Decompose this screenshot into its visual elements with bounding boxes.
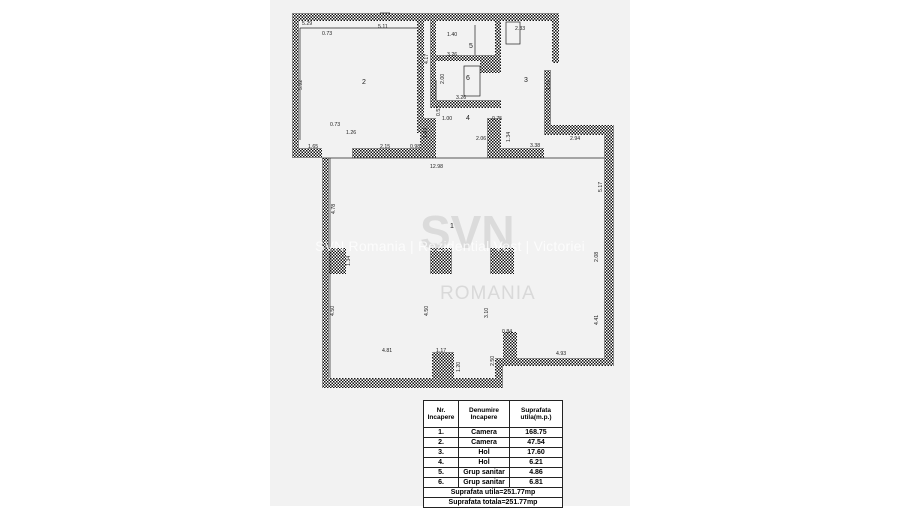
room-number: 5 bbox=[469, 43, 473, 50]
dimension: 4.50 bbox=[330, 306, 336, 316]
area-table: Nr. Incapere Denumire Incapere Suprafata… bbox=[423, 400, 563, 508]
room-number: 6 bbox=[466, 75, 470, 82]
dimension: 1.40 bbox=[447, 32, 457, 38]
dimension: 1.17 bbox=[436, 348, 446, 354]
dimension: 2.94 bbox=[570, 136, 580, 142]
total-overall-area: Suprafata totala=251.77mp bbox=[423, 497, 563, 508]
dimension: 1.34 bbox=[506, 132, 512, 142]
wall-core bbox=[397, 13, 614, 365]
table-total-row: Suprafata utila=251.77mp bbox=[423, 487, 563, 498]
table-header: Suprafata utila(m.p.) bbox=[509, 400, 563, 428]
dimension: 3.26 bbox=[456, 95, 466, 101]
wall-room-2 bbox=[292, 13, 424, 158]
floor-plan: 2 6 3 4 5 1 5.29 0.73 5.11 5.92 4.17 1.4… bbox=[292, 12, 614, 388]
floor-plan-sheet: 2 6 3 4 5 1 5.29 0.73 5.11 5.92 4.17 1.4… bbox=[270, 0, 630, 508]
dimension: 2.50 bbox=[490, 356, 496, 366]
table-cell: Camera bbox=[458, 437, 510, 448]
dimension: 4.41 bbox=[594, 315, 600, 325]
table-cell: 47.54 bbox=[509, 437, 563, 448]
dimension: 4.93 bbox=[556, 351, 566, 357]
table-cell: 6.21 bbox=[509, 457, 563, 468]
dimension-labels: 5.29 0.73 5.11 5.92 4.17 1.40 3.26 2.33 … bbox=[298, 21, 604, 372]
table-cell: 6. bbox=[423, 477, 459, 488]
dimension: 2.00 bbox=[440, 74, 446, 84]
room-number: 3 bbox=[524, 77, 528, 84]
table-header: Denumire Incapere bbox=[458, 400, 510, 428]
dimension: 1.51 bbox=[546, 80, 552, 90]
table-cell: 1. bbox=[423, 427, 459, 438]
table-row: 6. Grup sanitar 6.81 bbox=[423, 477, 563, 488]
dimension: 5.92 bbox=[298, 80, 304, 90]
dimension: 0.73 bbox=[322, 31, 332, 37]
dimension: 1.34 bbox=[346, 256, 352, 266]
watermark-logo-sub: ROMANIA bbox=[440, 283, 536, 304]
room-number: 4 bbox=[466, 115, 470, 122]
table-cell: 3. bbox=[423, 447, 459, 458]
table-row: 4. Hol 6.21 bbox=[423, 457, 563, 468]
dimension: 2.33 bbox=[515, 26, 525, 32]
table-header-row: Nr. Incapere Denumire Incapere Suprafata… bbox=[423, 400, 563, 428]
table-cell: 6.81 bbox=[509, 477, 563, 488]
dimension: 0.98 bbox=[410, 144, 420, 150]
dimension: 1.42 bbox=[423, 128, 429, 138]
table-row: 3. Hol 17.60 bbox=[423, 447, 563, 458]
dimension: 3.10 bbox=[484, 308, 490, 318]
dimension: 4.17 bbox=[424, 54, 430, 64]
dimension: 1.20 bbox=[456, 362, 462, 372]
dimension: 4.50 bbox=[424, 306, 430, 316]
dimension: 3.26 bbox=[447, 52, 457, 58]
table-cell: Hol bbox=[458, 447, 510, 458]
dimension: 2.08 bbox=[594, 252, 600, 262]
wall-room-1 bbox=[322, 158, 614, 388]
room-numbers: 2 6 3 4 5 1 bbox=[362, 43, 528, 230]
dimension: 4.81 bbox=[382, 348, 392, 354]
dimension: 1.65 bbox=[308, 144, 318, 150]
dimension: 0.75 bbox=[492, 116, 502, 122]
table-total-row: Suprafata totala=251.77mp bbox=[423, 497, 563, 508]
dimension: 0.53 bbox=[436, 106, 442, 116]
table-cell: 168.75 bbox=[509, 427, 563, 438]
watermark-logo: SVN bbox=[420, 206, 515, 258]
table-cell: Grup sanitar bbox=[458, 467, 510, 478]
dimension: 3.38 bbox=[530, 143, 540, 149]
table-cell: Camera bbox=[458, 427, 510, 438]
table-cell: 4.86 bbox=[509, 467, 563, 478]
dimension: 12.98 bbox=[430, 164, 443, 170]
table-cell: 17.60 bbox=[509, 447, 563, 458]
dimension: 2.15 bbox=[380, 144, 390, 150]
table-cell: 2. bbox=[423, 437, 459, 448]
watermark-text: SVN Romania | Rezidential Vest | Victori… bbox=[315, 238, 585, 254]
table-header: Nr. Incapere bbox=[423, 400, 459, 428]
table-row: 2. Camera 47.54 bbox=[423, 437, 563, 448]
dimension: 2.06 bbox=[476, 136, 486, 142]
dimension: 0.73 bbox=[330, 122, 340, 128]
table-cell: 4. bbox=[423, 457, 459, 468]
dimension: 0.84 bbox=[502, 329, 512, 335]
dimension: 5.11 bbox=[378, 24, 388, 30]
dimension: 1.26 bbox=[346, 130, 356, 136]
table-cell: 5. bbox=[423, 467, 459, 478]
table-row: 1. Camera 168.75 bbox=[423, 427, 563, 438]
room-number: 1 bbox=[450, 223, 454, 230]
table-cell: Hol bbox=[458, 457, 510, 468]
table-cell: Grup sanitar bbox=[458, 477, 510, 488]
room-number: 2 bbox=[362, 79, 366, 86]
table-row: 5. Grup sanitar 4.86 bbox=[423, 467, 563, 478]
windows bbox=[299, 12, 604, 378]
total-useful-area: Suprafata utila=251.77mp bbox=[423, 487, 563, 498]
dimension: 5.17 bbox=[598, 182, 604, 192]
dimension: 5.29 bbox=[302, 21, 312, 27]
dimension: 4.78 bbox=[331, 204, 337, 214]
dimension: 1.00 bbox=[442, 116, 452, 122]
